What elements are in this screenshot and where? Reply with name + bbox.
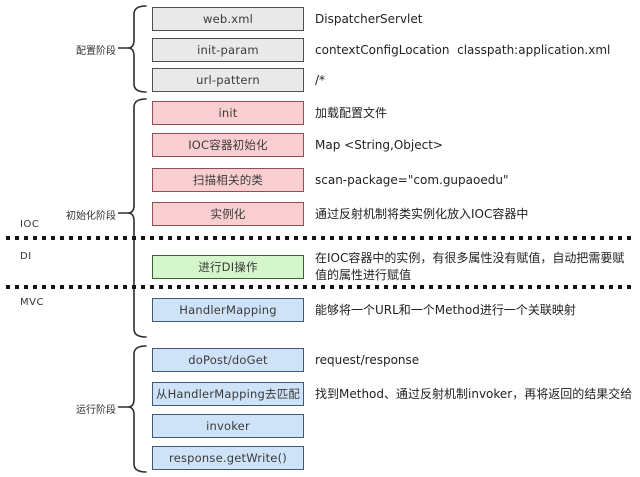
box-init-param: init-param — [152, 38, 304, 62]
config-phase-brace — [118, 5, 147, 93]
box-scan-classes: 扫描相关的类 — [152, 168, 304, 192]
desc-instantiate: 通过反射机制将类实例化放入IOC容器中 — [315, 207, 529, 221]
desc-handler-mapping: 能够将一个URL和一个Method进行一个关联映射 — [315, 303, 576, 317]
desc-init-param: contextConfigLocation classpath:applicat… — [315, 43, 611, 57]
side-label-ioc: IOC — [20, 219, 40, 230]
desc-ioc-container-init: Map <String,Object> — [315, 138, 443, 152]
box-handler-mapping: HandlerMapping — [152, 298, 304, 322]
desc-init: 加载配置文件 — [315, 106, 388, 120]
box-web-xml: web.xml — [152, 7, 304, 31]
init-phase-label: 初始化阶段 — [66, 211, 116, 222]
desc-url-pattern: /* — [315, 73, 326, 87]
box-url-pattern: url-pattern — [152, 68, 304, 92]
desc-scan-classes: scan-package="com.gupaoedu" — [315, 173, 509, 187]
ioc-di-divider — [6, 236, 634, 240]
init-phase-brace — [118, 98, 147, 338]
config-phase-label: 配置阶段 — [76, 46, 116, 57]
di-mvc-divider — [6, 285, 634, 289]
box-dopost-doget: doPost/doGet — [152, 348, 304, 372]
box-instantiate: 实例化 — [152, 202, 304, 226]
box-init: init — [152, 101, 304, 125]
side-label-mvc: MVC — [20, 297, 44, 308]
box-response-getwrite: response.getWrite() — [152, 446, 304, 470]
box-ioc-container-init: IOC容器初始化 — [152, 133, 304, 157]
box-invoker: invoker — [152, 414, 304, 438]
run-phase-label: 运行阶段 — [76, 405, 116, 416]
desc-web-xml: DispatcherServlet — [315, 12, 423, 26]
box-handlermapping-match: 从HandlerMapping去匹配 — [152, 382, 304, 406]
desc-handlermapping-match: 找到Method、通过反射机制invoker，再将返回的结果交给 — [315, 387, 633, 401]
desc-di-operation: 在IOC容器中的实例，有很多属性没有赋值，自动把需要赋值的属性进行赋值 — [315, 251, 625, 282]
run-phase-brace — [118, 345, 147, 473]
desc-dopost-doget: request/response — [315, 353, 420, 367]
side-label-di: DI — [20, 251, 32, 262]
box-di-operation: 进行DI操作 — [152, 255, 304, 279]
